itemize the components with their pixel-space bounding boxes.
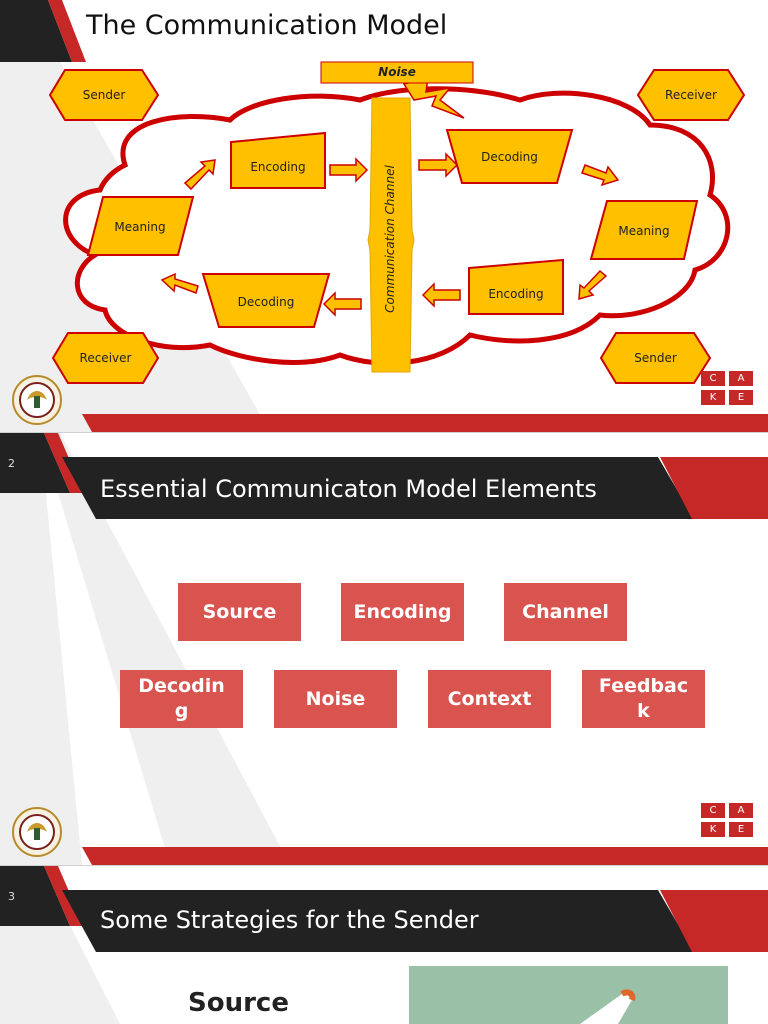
- slide-number: 2: [8, 457, 15, 470]
- encoding-bottom-label: Encoding: [488, 287, 544, 301]
- element-box-channel: Channel: [504, 583, 627, 641]
- meaning-right-label: Meaning: [618, 224, 670, 238]
- icai-logo-icon: [12, 375, 62, 425]
- slide-sender-strategies: 3 Some Strategies for the Sender Source: [0, 866, 768, 1024]
- cake-logo: C A K E: [701, 371, 757, 407]
- slide-title: The Communication Model: [86, 10, 448, 41]
- slide3-background: [0, 866, 768, 1024]
- slide-communication-model: The Communication Model Noise Communicat…: [0, 0, 768, 432]
- slide-title: Essential Communicaton Model Elements: [100, 475, 597, 503]
- noise-label: Noise: [378, 65, 416, 79]
- slide-separator: [0, 432, 768, 433]
- cake-a: A: [729, 803, 753, 818]
- cake-k: K: [701, 390, 725, 405]
- receiver-bottom-left-label: Receiver: [79, 351, 132, 365]
- element-box-noise: Noise: [274, 670, 397, 728]
- cake-c: C: [701, 803, 725, 818]
- element-box-context: Context: [428, 670, 551, 728]
- cake-logo: C A K E: [701, 803, 757, 839]
- decoding-top-label: Decoding: [481, 150, 538, 164]
- cake-k: K: [701, 822, 725, 837]
- slide1-background: [0, 0, 768, 432]
- sender-top-left-label: Sender: [82, 88, 126, 102]
- cake-a: A: [729, 371, 753, 386]
- element-box-source: Source: [178, 583, 301, 641]
- element-box-decoding: Decodin g: [120, 670, 243, 728]
- slide-separator: [0, 865, 768, 866]
- encoding-top-label: Encoding: [250, 160, 306, 174]
- slide-essential-elements: 2 Essential Communicaton Model Elements …: [0, 433, 768, 865]
- element-box-encoding: Encoding: [341, 583, 464, 641]
- slide-number: 3: [8, 890, 15, 903]
- channel-label: Communication Channel: [383, 165, 397, 313]
- icai-logo-icon: [12, 807, 62, 857]
- slide2-background: [0, 433, 768, 865]
- cake-c: C: [701, 371, 725, 386]
- element-box-feedback: Feedbac k: [582, 670, 705, 728]
- decoding-bottom-label: Decoding: [237, 295, 295, 309]
- receiver-top-right-label: Receiver: [665, 88, 717, 102]
- source-heading: Source: [188, 988, 289, 1018]
- sender-bottom-right-label: Sender: [634, 351, 677, 365]
- slide-title: Some Strategies for the Sender: [100, 906, 479, 934]
- cake-e: E: [729, 822, 753, 837]
- cake-e: E: [729, 390, 753, 405]
- meaning-left-label: Meaning: [114, 220, 166, 234]
